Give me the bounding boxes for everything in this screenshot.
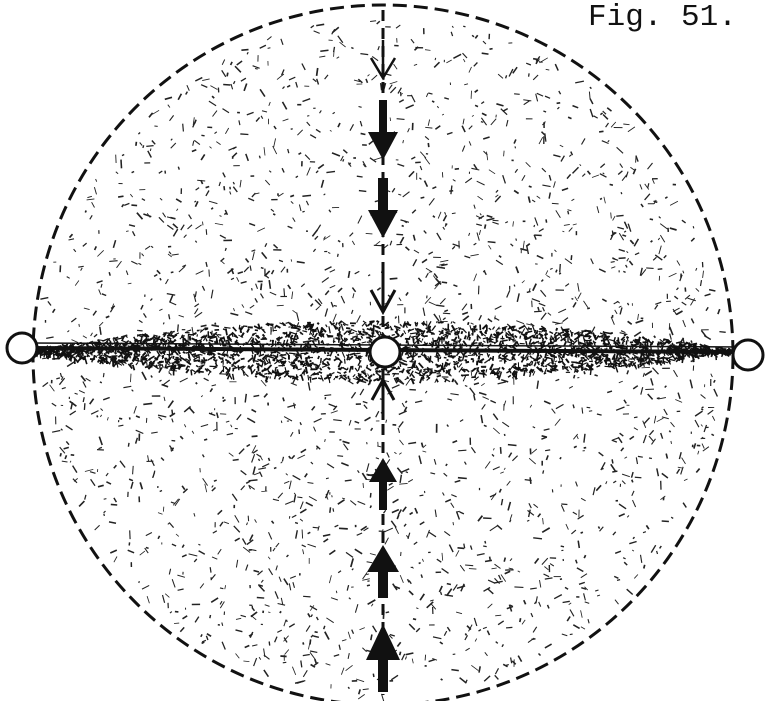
arrow-up-icon bbox=[372, 380, 394, 420]
arrow-down-icon bbox=[371, 262, 395, 312]
arrow-down-icon bbox=[368, 100, 398, 160]
arrow-up-icon bbox=[367, 545, 399, 598]
arrow-up-icon bbox=[366, 624, 400, 692]
circle-node-icon bbox=[7, 333, 37, 363]
circle-node-icon bbox=[733, 340, 763, 370]
arrow-down-icon bbox=[368, 178, 398, 238]
circle-node-icon bbox=[370, 337, 400, 367]
arrow-down-icon bbox=[371, 40, 395, 78]
